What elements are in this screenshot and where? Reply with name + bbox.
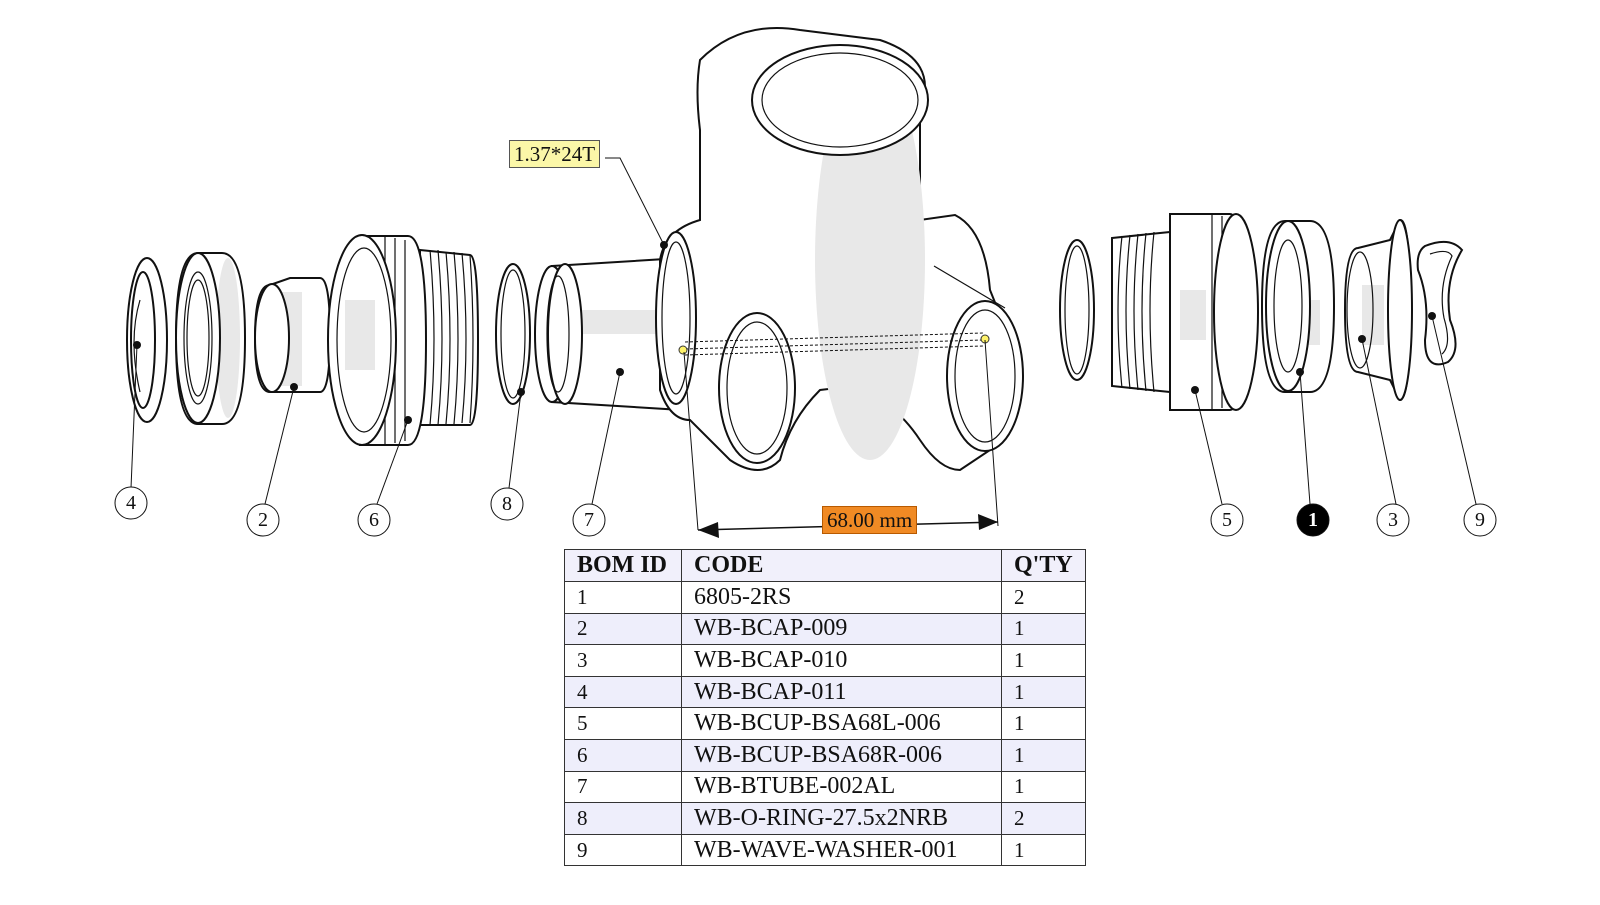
frame-bb-shell [655,27,1024,472]
qty-cell: 1 [1001,644,1086,677]
qty-cell: 1 [1001,770,1086,804]
bom-id-cell: 1 [564,581,682,614]
part-7-bb-tube[interactable] [534,256,683,412]
balloon-6[interactable]: 6 [357,503,391,537]
code-cell: WB-BCAP-011 [681,675,1002,709]
bom-id-cell: 7 [564,770,682,804]
qty-cell: 1 [1001,612,1086,646]
part-5-bb-cup[interactable] [1111,213,1259,411]
bom-id-cell: 5 [564,707,682,740]
balloon-3[interactable]: 3 [1376,503,1410,537]
bom-id-cell: 4 [564,675,682,709]
svg-text:6: 6 [369,509,379,531]
thread-spec-callout: 1.37*24T [509,140,601,168]
part-1-bearing-left[interactable] [174,252,247,425]
part-2-bearing-cap[interactable] [253,277,332,393]
part-6-bb-cup[interactable] [327,234,480,446]
code-cell: WB-BCAP-009 [681,612,1002,646]
leader-lines [130,157,1477,505]
balloon-5[interactable]: 5 [1210,503,1244,537]
balloon-4[interactable]: 4 [114,486,148,520]
code-cell: WB-BCUP-BSA68R-006 [681,738,1002,772]
balloon-1[interactable]: 1 [1296,503,1330,537]
part-1-bearing-right[interactable] [1260,220,1336,393]
part-8-o-ring-left[interactable] [495,263,531,405]
svg-text:3: 3 [1388,509,1398,531]
part-3-bearing-cap[interactable] [1343,219,1413,402]
bom-id-cell: 6 [564,738,682,772]
balloon-9[interactable]: 9 [1463,503,1497,537]
code-cell: 6805-2RS [681,581,1002,614]
code-cell: WB-BCAP-010 [681,644,1002,677]
balloon-8[interactable]: 8 [490,487,524,521]
code-cell: WB-BCUP-BSA68L-006 [681,707,1002,740]
balloon-7[interactable]: 7 [572,503,606,537]
code-cell: WB-BTUBE-002AL [681,770,1002,804]
bom-id-cell: 2 [564,612,682,646]
balloon-2[interactable]: 2 [246,503,280,537]
qty-header: Q'TY [1001,549,1086,582]
svg-text:5: 5 [1222,509,1232,531]
qty-cell: 1 [1001,675,1086,709]
code-cell: WB-O-RING-27.5x2NRB [681,802,1002,835]
svg-text:9: 9 [1475,509,1485,531]
svg-text:1: 1 [1308,509,1318,531]
svg-text:8: 8 [502,493,512,515]
qty-cell: 2 [1001,802,1086,835]
part-9-wave-washer[interactable] [1416,240,1464,366]
code-header: CODE [681,549,1002,582]
bom-id-cell: 8 [564,802,682,835]
qty-cell: 1 [1001,833,1086,867]
part-8-o-ring-right[interactable] [1059,239,1095,381]
svg-text:7: 7 [584,509,594,531]
code-cell: WB-WAVE-WASHER-001 [681,833,1002,867]
svg-text:4: 4 [126,492,136,514]
shell-width-callout: 68.00 mm [822,506,918,534]
part-4-snap-ring[interactable] [126,257,168,423]
qty-cell: 1 [1001,738,1086,772]
bom-id-cell: 3 [564,644,682,677]
bom-id-cell: 9 [564,833,682,867]
qty-cell: 1 [1001,707,1086,740]
bom-header-row: BOM ID CODE Q'TY [564,549,1086,582]
svg-text:2: 2 [258,509,268,531]
bom-id-header: BOM ID [564,549,682,582]
qty-cell: 2 [1001,581,1086,614]
